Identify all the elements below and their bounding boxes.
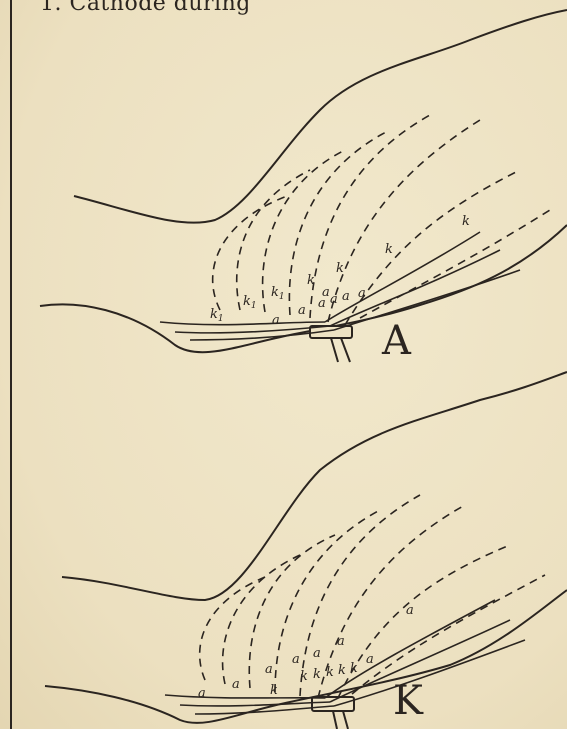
labels-top: k1 k1 k1 k k k k a a a a a a a <box>210 214 470 328</box>
svg-text:a: a <box>292 652 300 667</box>
svg-text:a: a <box>406 603 414 618</box>
svg-text:a: a <box>337 634 345 649</box>
svg-text:a: a <box>322 285 330 300</box>
svg-text:a: a <box>313 646 321 661</box>
arm-upper-outline-bottom <box>62 372 567 600</box>
svg-text:k: k <box>350 661 358 676</box>
electrode-bottom <box>312 697 354 711</box>
solid-lines-top <box>160 232 520 340</box>
electrode-cable-bottom <box>333 711 348 729</box>
electrode-cable-top <box>331 338 350 362</box>
svg-text:a: a <box>298 303 306 318</box>
panel-label-k: K <box>393 678 423 724</box>
svg-text:k: k <box>270 683 278 698</box>
svg-text:k: k <box>336 261 344 276</box>
svg-text:a: a <box>342 289 350 304</box>
svg-text:a: a <box>198 686 206 701</box>
field-lines-top <box>213 115 550 325</box>
svg-text:k: k <box>385 242 393 257</box>
svg-text:k1: k1 <box>210 307 224 324</box>
svg-text:k1: k1 <box>243 294 257 311</box>
svg-text:a: a <box>232 677 240 692</box>
svg-text:k: k <box>307 273 315 288</box>
svg-text:k: k <box>300 669 308 684</box>
svg-text:a: a <box>330 292 338 307</box>
svg-text:a: a <box>366 652 374 667</box>
panel-label-a: A <box>382 318 411 364</box>
svg-text:k: k <box>462 214 470 229</box>
svg-text:a: a <box>358 286 366 301</box>
svg-text:k: k <box>338 663 346 678</box>
svg-text:k: k <box>326 665 334 680</box>
svg-text:a: a <box>272 313 280 328</box>
svg-text:a: a <box>265 662 273 677</box>
svg-text:k1: k1 <box>271 285 285 302</box>
svg-text:k: k <box>313 667 321 682</box>
